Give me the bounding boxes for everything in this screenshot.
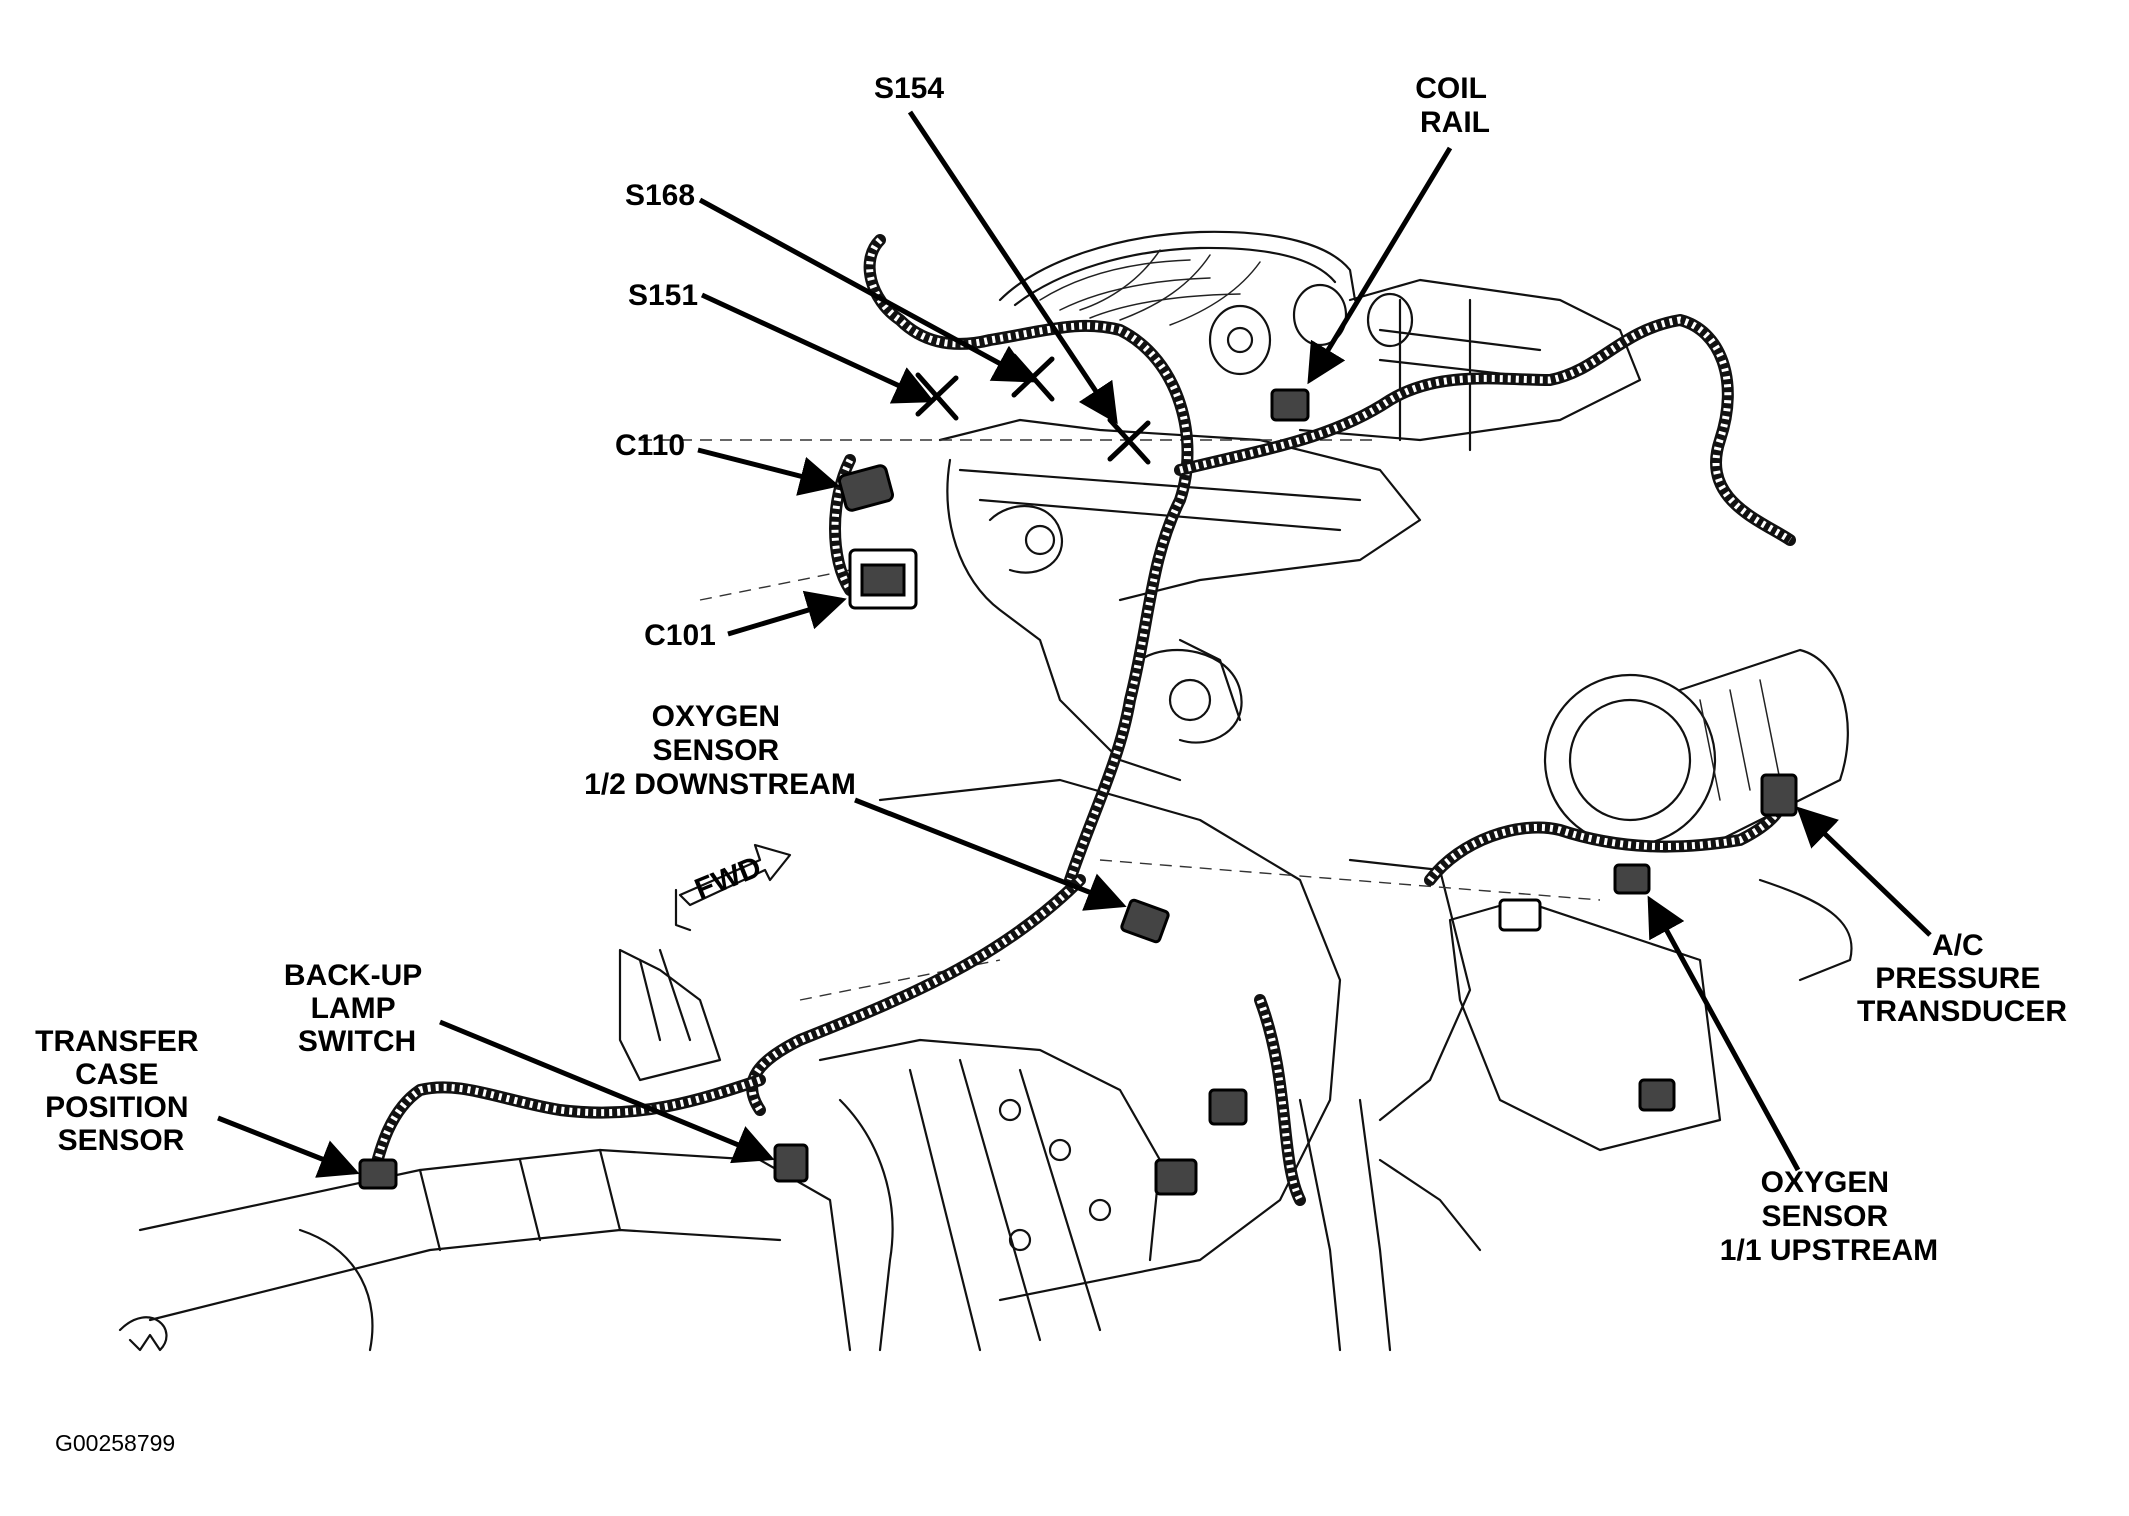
- label-ac-transducer-line-1: A/C: [1932, 929, 1984, 962]
- label-transfer-case-line-3: POSITION: [45, 1091, 188, 1124]
- label-s154: S154: [874, 72, 944, 105]
- label-coil-rail-line-2: RAIL: [1420, 106, 1490, 139]
- label-backup-switch-line-1: BACK-UP: [284, 959, 422, 992]
- label-c110: C110: [615, 429, 685, 462]
- label-oxygen-downstream-line-2: SENSOR: [652, 734, 779, 767]
- label-transfer-case-line-4: SENSOR: [58, 1124, 185, 1157]
- connector-transfer-case: [358, 1158, 398, 1190]
- label-oxygen-upstream-line-2: SENSOR: [1761, 1200, 1888, 1233]
- leader-s154: [907, 110, 1118, 425]
- wiring-harness: [369, 234, 1796, 1206]
- label-coil-rail: COIL RAIL: [1415, 72, 1494, 139]
- connector-coil-rail: [1270, 388, 1310, 422]
- label-oxygen-downstream-line-1: OXYGEN: [652, 700, 780, 733]
- label-ac-transducer-line-3: TRANSDUCER: [1857, 995, 2067, 1028]
- engine-line-art: [118, 230, 1853, 1352]
- leader-o2-upstream: [1647, 895, 1801, 1172]
- connectors: [358, 388, 1798, 1196]
- connector-ac-transducer: [1760, 773, 1798, 817]
- label-ac-transducer: A/C PRESSURE TRANSDUCER: [1857, 929, 2067, 1028]
- leader-backup-switch: [439, 1019, 775, 1164]
- connector-o2-upstream: [1613, 863, 1651, 895]
- label-coil-rail-line-1: COIL: [1415, 72, 1486, 105]
- connector-backup-switch: [773, 1143, 809, 1183]
- label-transfer-case: TRANSFER CASE POSITION SENSOR: [35, 1025, 207, 1157]
- label-c101: C101: [644, 619, 716, 652]
- label-backup-switch-line-2: LAMP: [311, 992, 395, 1025]
- label-backup-switch: BACK-UP LAMP SWITCH: [284, 959, 430, 1058]
- leader-c101: [727, 590, 847, 637]
- label-oxygen-upstream-line-3: 1/1 UPSTREAM: [1720, 1234, 1938, 1267]
- label-transfer-case-line-1: TRANSFER: [35, 1025, 199, 1058]
- leader-c110: [697, 447, 840, 496]
- label-backup-switch-line-3: SWITCH: [298, 1025, 416, 1058]
- label-oxygen-downstream: OXYGEN SENSOR 1/2 DOWNSTREAM: [584, 700, 856, 801]
- connector-o2-downstream: [1120, 898, 1170, 944]
- splice-marks: [915, 353, 1151, 465]
- leader-s151: [700, 292, 935, 404]
- callout-labels: S154 COIL RAIL S168 S151 C110 C101 OXYGE…: [35, 72, 2067, 1267]
- label-s168: S168: [625, 179, 695, 212]
- leader-s168: [698, 197, 1035, 383]
- leader-ac-transducer: [1796, 806, 1932, 937]
- leader-lines: [217, 110, 1932, 1178]
- label-oxygen-upstream-line-1: OXYGEN: [1761, 1166, 1889, 1199]
- leader-o2-downstream: [854, 797, 1127, 911]
- figure-id: G00258799: [55, 1430, 175, 1456]
- leader-coil-rail: [1307, 146, 1453, 385]
- fwd-label: FWD: [690, 850, 766, 906]
- label-ac-transducer-line-2: PRESSURE: [1875, 962, 2040, 995]
- connector-c110: [838, 464, 894, 512]
- leader-transfer-case: [217, 1115, 360, 1178]
- label-transfer-case-line-2: CASE: [75, 1058, 158, 1091]
- label-oxygen-upstream: OXYGEN SENSOR 1/1 UPSTREAM: [1720, 1166, 1938, 1267]
- label-s151: S151: [628, 279, 698, 312]
- label-oxygen-downstream-line-3: 1/2 DOWNSTREAM: [584, 768, 856, 801]
